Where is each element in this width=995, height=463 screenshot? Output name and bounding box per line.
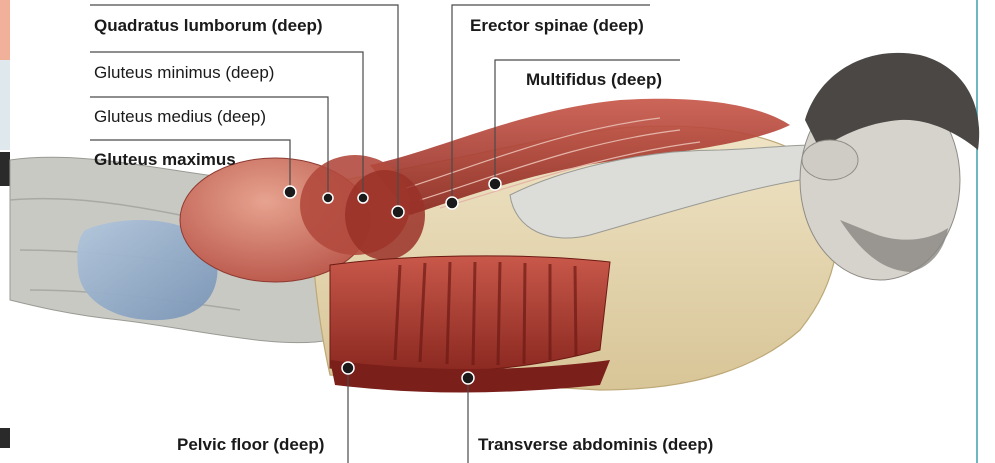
edge-strip-salmon [0,0,10,60]
edge-strip-dark-bottom [0,428,10,448]
right-accent-rule [976,0,978,463]
label-erector-spinae: Erector spinae (deep) [470,16,644,36]
label-quadratus-lumborum: Quadratus lumborum (deep) [94,16,323,36]
edge-strip-light [0,60,10,150]
label-gluteus-maximus: Gluteus maximus [94,150,236,170]
dot-erector [446,197,458,209]
hand-shape [802,140,858,180]
dot-gluteus-medius [323,193,333,203]
dot-pelvic [342,362,354,374]
dot-transverse [462,372,474,384]
label-multifidus: Multifidus (deep) [526,70,662,90]
dot-gluteus-maximus [284,186,296,198]
abdominis-band [330,256,610,373]
edge-strip-dark [0,152,10,186]
label-pelvic-floor: Pelvic floor (deep) [177,435,324,455]
label-transverse-abdominis: Transverse abdominis (deep) [478,435,713,455]
gluteus-minimus-shape [345,170,425,260]
label-gluteus-minimus: Gluteus minimus (deep) [94,63,274,83]
dot-quadratus [392,206,404,218]
dot-gluteus-minimus [358,193,368,203]
label-gluteus-medius: Gluteus medius (deep) [94,107,266,127]
dot-multifidus [489,178,501,190]
